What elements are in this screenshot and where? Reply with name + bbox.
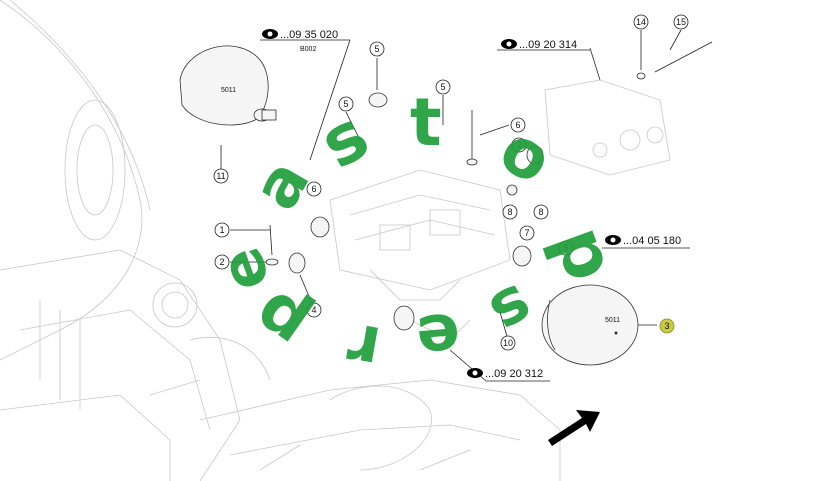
svg-text:5: 5 (440, 82, 445, 92)
svg-text:5: 5 (563, 243, 568, 253)
svg-text:2: 2 (219, 257, 224, 267)
callout-5b[interactable]: 5 (369, 41, 385, 57)
callout-5d[interactable]: 5 (558, 240, 574, 256)
callout-3[interactable]: 3 (659, 318, 675, 334)
svg-text:8: 8 (538, 207, 543, 217)
callout-8b[interactable]: 8 (533, 204, 549, 220)
accumulator-right: 5011 (541, 284, 639, 366)
leader-lines (220, 29, 690, 382)
callout-10[interactable]: 10 (500, 335, 516, 351)
svg-text:11: 11 (216, 171, 225, 181)
watermark-letter: s (478, 270, 546, 352)
watermark-letter: o (487, 110, 565, 199)
ref-top-right[interactable]: ...09 20 314 (501, 39, 577, 51)
ref-top-left[interactable]: ...09 35 020 B002 (262, 29, 338, 53)
watermark-letter: s (307, 96, 382, 185)
watermark-letter: p (538, 216, 632, 291)
callout-1[interactable]: 1 (214, 222, 230, 238)
ref-bottom[interactable]: ...09 20 312 (467, 368, 543, 380)
eye-icon (605, 235, 621, 245)
svg-text:7: 7 (524, 228, 529, 238)
callout-5c[interactable]: 5 (435, 79, 451, 95)
callout-7[interactable]: 7 (519, 225, 535, 241)
eye-icon (262, 29, 278, 39)
callout-14[interactable]: 14 (633, 14, 649, 30)
watermark-letter: e (414, 297, 464, 375)
svg-text:5: 5 (374, 44, 379, 54)
accumulator-right-label: 5011 (605, 317, 620, 324)
ref-top-left-sub: B002 (300, 46, 316, 53)
bolts-fittings (265, 41, 713, 331)
ref-top-left-text: ...09 35 020 (280, 29, 338, 41)
svg-text:5: 5 (343, 99, 348, 109)
svg-text:15: 15 (676, 17, 686, 27)
watermark-letter: t (410, 84, 442, 161)
callout-2b[interactable]: 2 (511, 137, 527, 153)
callout-15[interactable]: 15 (673, 14, 689, 30)
svg-text:4: 4 (311, 305, 316, 315)
eye-icon (467, 368, 483, 378)
svg-text:6: 6 (311, 184, 316, 194)
callout-8a[interactable]: 8 (502, 204, 518, 220)
valve-block (329, 169, 511, 341)
callout-6b[interactable]: 6 (510, 117, 526, 133)
watermark-letter: r (342, 307, 386, 385)
ref-right-text: ...04 05 180 (623, 235, 681, 247)
svg-text:14: 14 (636, 17, 646, 27)
direction-arrow-icon (548, 410, 600, 446)
ref-right[interactable]: ...04 05 180 (605, 235, 681, 247)
accumulator-top-label: 5011 (221, 87, 236, 94)
svg-text:6: 6 (515, 120, 520, 130)
ref-bottom-text: ...09 20 312 (485, 368, 543, 380)
svg-text:3: 3 (664, 321, 669, 331)
accumulator-top: 5011 (179, 45, 277, 126)
background-frame (0, 0, 561, 481)
ref-top-right-text: ...09 20 314 (519, 39, 577, 51)
callout-6a[interactable]: 6 (306, 181, 322, 197)
callout-5a[interactable]: 5 (338, 96, 354, 112)
callout-4[interactable]: 4 (306, 302, 322, 318)
svg-text:1: 1 (219, 225, 224, 235)
control-valve (544, 79, 671, 176)
callout-11[interactable]: 11 (213, 168, 229, 184)
watermark-letter: a (239, 148, 325, 222)
callouts: 11 1 2 4 5 5 5 5 6 6 2 7 8 8 10 14 15 3 (213, 14, 689, 351)
svg-text:10: 10 (503, 338, 513, 348)
callout-2a[interactable]: 2 (214, 254, 230, 270)
svg-text:2: 2 (516, 140, 521, 150)
eye-icon (501, 39, 517, 49)
svg-text:8: 8 (507, 207, 512, 217)
